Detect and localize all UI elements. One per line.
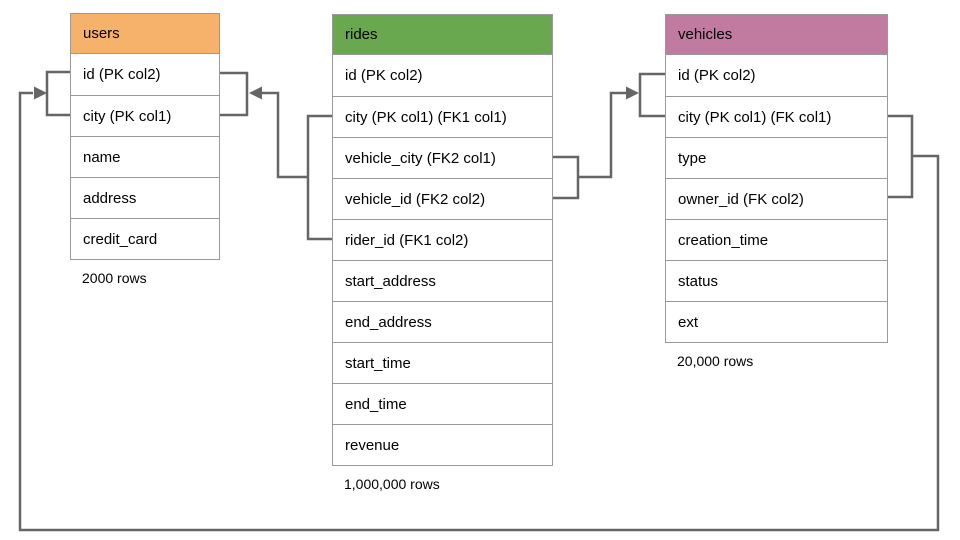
column-row: credit_card (71, 218, 219, 259)
vehicles-left-bracket (638, 72, 665, 118)
connector-rides-fk1-to-users (220, 71, 332, 241)
column-row: vehicle_city (FK2 col1) (333, 137, 552, 178)
users-right-bracket (220, 71, 249, 117)
column-row: end_address (333, 301, 552, 342)
column-row: start_address (333, 260, 552, 301)
vehicles-fk-arrowhead-icon (34, 86, 47, 100)
column-row: city (PK col1) (FK col1) (666, 96, 887, 137)
fk2-connector-line (578, 91, 626, 179)
table-users-title: users (71, 14, 219, 54)
column-row: creation_time (666, 219, 887, 260)
column-row: end_time (333, 383, 552, 424)
table-users-row-count: 2000 rows (82, 270, 147, 286)
column-row: id (PK col2) (666, 55, 887, 96)
column-row: revenue (333, 424, 552, 465)
column-row: start_time (333, 342, 552, 383)
table-vehicles-row-count: 20,000 rows (677, 353, 754, 369)
table-vehicles: vehicles id (PK col2)city (PK col1) (FK … (665, 14, 888, 369)
column-row: rider_id (FK1 col2) (333, 219, 552, 260)
fk1-arrowhead-icon (249, 86, 262, 100)
table-vehicles-title: vehicles (666, 15, 887, 55)
column-row: city (PK col1) (FK1 col1) (333, 96, 552, 137)
connector-rides-fk2-to-vehicles (553, 72, 665, 200)
column-row: address (71, 177, 219, 218)
vehicles-right-bracket (888, 114, 914, 199)
column-row: ext (666, 301, 887, 342)
table-vehicles-columns: id (PK col2)city (PK col1) (FK col1)type… (666, 55, 887, 342)
column-row: type (666, 137, 887, 178)
column-row: name (71, 136, 219, 177)
connector-vehicles-fk-to-users (18, 70, 940, 532)
rides-right-bracket (553, 155, 580, 200)
table-rides: rides id (PK col2)city (PK col1) (FK1 co… (332, 14, 553, 492)
table-rides-row-count: 1,000,000 rows (344, 476, 440, 492)
users-left-bracket (45, 70, 70, 117)
vehicles-fk-connector-line (18, 91, 940, 532)
fk2-arrowhead-icon (626, 86, 639, 100)
column-row: owner_id (FK col2) (666, 178, 887, 219)
column-row: id (PK col2) (71, 54, 219, 95)
rides-left-bracket (306, 114, 332, 241)
column-row: vehicle_id (FK2 col2) (333, 178, 552, 219)
column-row: city (PK col1) (71, 95, 219, 136)
table-rides-title: rides (333, 15, 552, 55)
table-rides-columns: id (PK col2)city (PK col1) (FK1 col1)veh… (333, 55, 552, 465)
fk1-connector-line (261, 91, 308, 179)
column-row: status (666, 260, 887, 301)
column-row: id (PK col2) (333, 55, 552, 96)
